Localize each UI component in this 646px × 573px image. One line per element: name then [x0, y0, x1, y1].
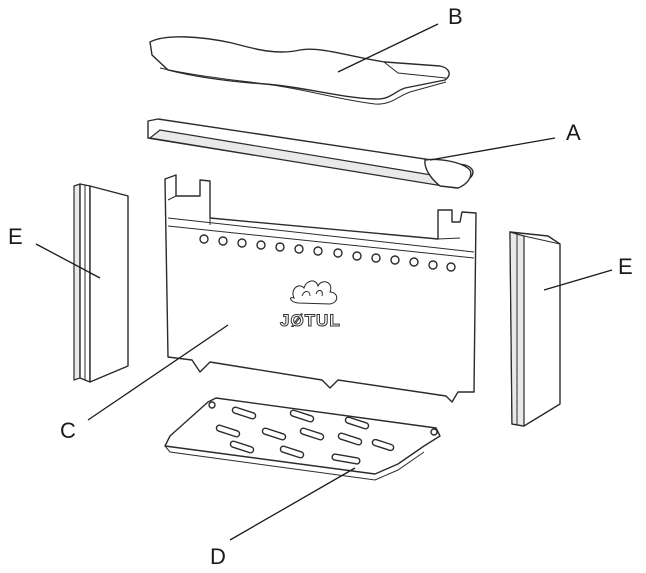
label-b: B	[448, 4, 463, 29]
label-c: C	[60, 418, 76, 443]
leader-b	[337, 23, 439, 73]
leader-d	[229, 467, 356, 541]
grate-slots	[215, 406, 395, 465]
leader-e-left	[35, 243, 101, 279]
label-a: A	[566, 120, 581, 145]
logo-text: JØTUL	[280, 311, 341, 330]
part-e-left-side-plate	[73, 183, 129, 383]
vent-holes	[199, 234, 456, 272]
label-e-right: E	[618, 254, 633, 279]
part-d-grate	[164, 397, 441, 481]
jotul-logo: JØTUL	[280, 280, 341, 331]
part-b-baffle-plate	[149, 36, 450, 105]
label-e-left: E	[8, 224, 23, 249]
part-a-retainer-bar	[147, 118, 474, 189]
leader-a	[429, 137, 556, 161]
label-d: D	[210, 544, 226, 569]
leader-e-right	[543, 269, 613, 291]
leader-c	[87, 324, 229, 421]
part-c-rear-wall: JØTUL	[164, 174, 477, 403]
leader-lines	[35, 23, 613, 541]
part-labels: B A C D E E	[8, 4, 633, 569]
part-e-right-side-plate	[509, 231, 561, 427]
